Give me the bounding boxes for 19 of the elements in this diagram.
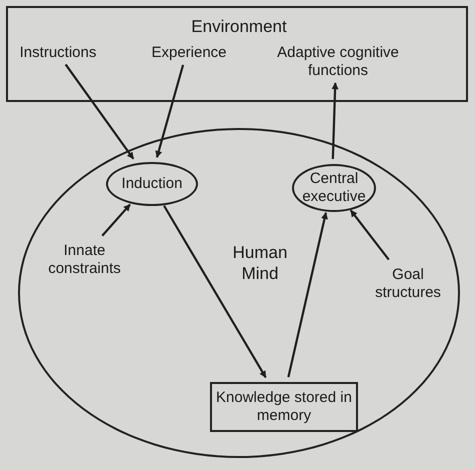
text-label: Experience [144,42,234,64]
text-label: Innate constraints [42,240,127,280]
heading-text: Environment [190,16,288,38]
arrow [155,64,184,158]
arrow [101,204,131,236]
text-label: Goal structures [372,264,444,304]
text-label: Adaptive cognitive functions [258,42,418,82]
arrow [64,64,134,160]
process-ellipse: Central executive [292,164,376,212]
memory-box: Knowledge stored in memory [210,382,358,432]
process-ellipse: Induction [106,162,198,206]
heading-text: Human Mind [232,242,288,284]
arrow [287,212,328,378]
text-label: Instructions [12,42,104,64]
arrow [163,205,267,378]
environment-box [6,6,468,102]
arrow [350,210,390,260]
mind-ellipse [18,128,460,458]
arrow [332,82,339,160]
